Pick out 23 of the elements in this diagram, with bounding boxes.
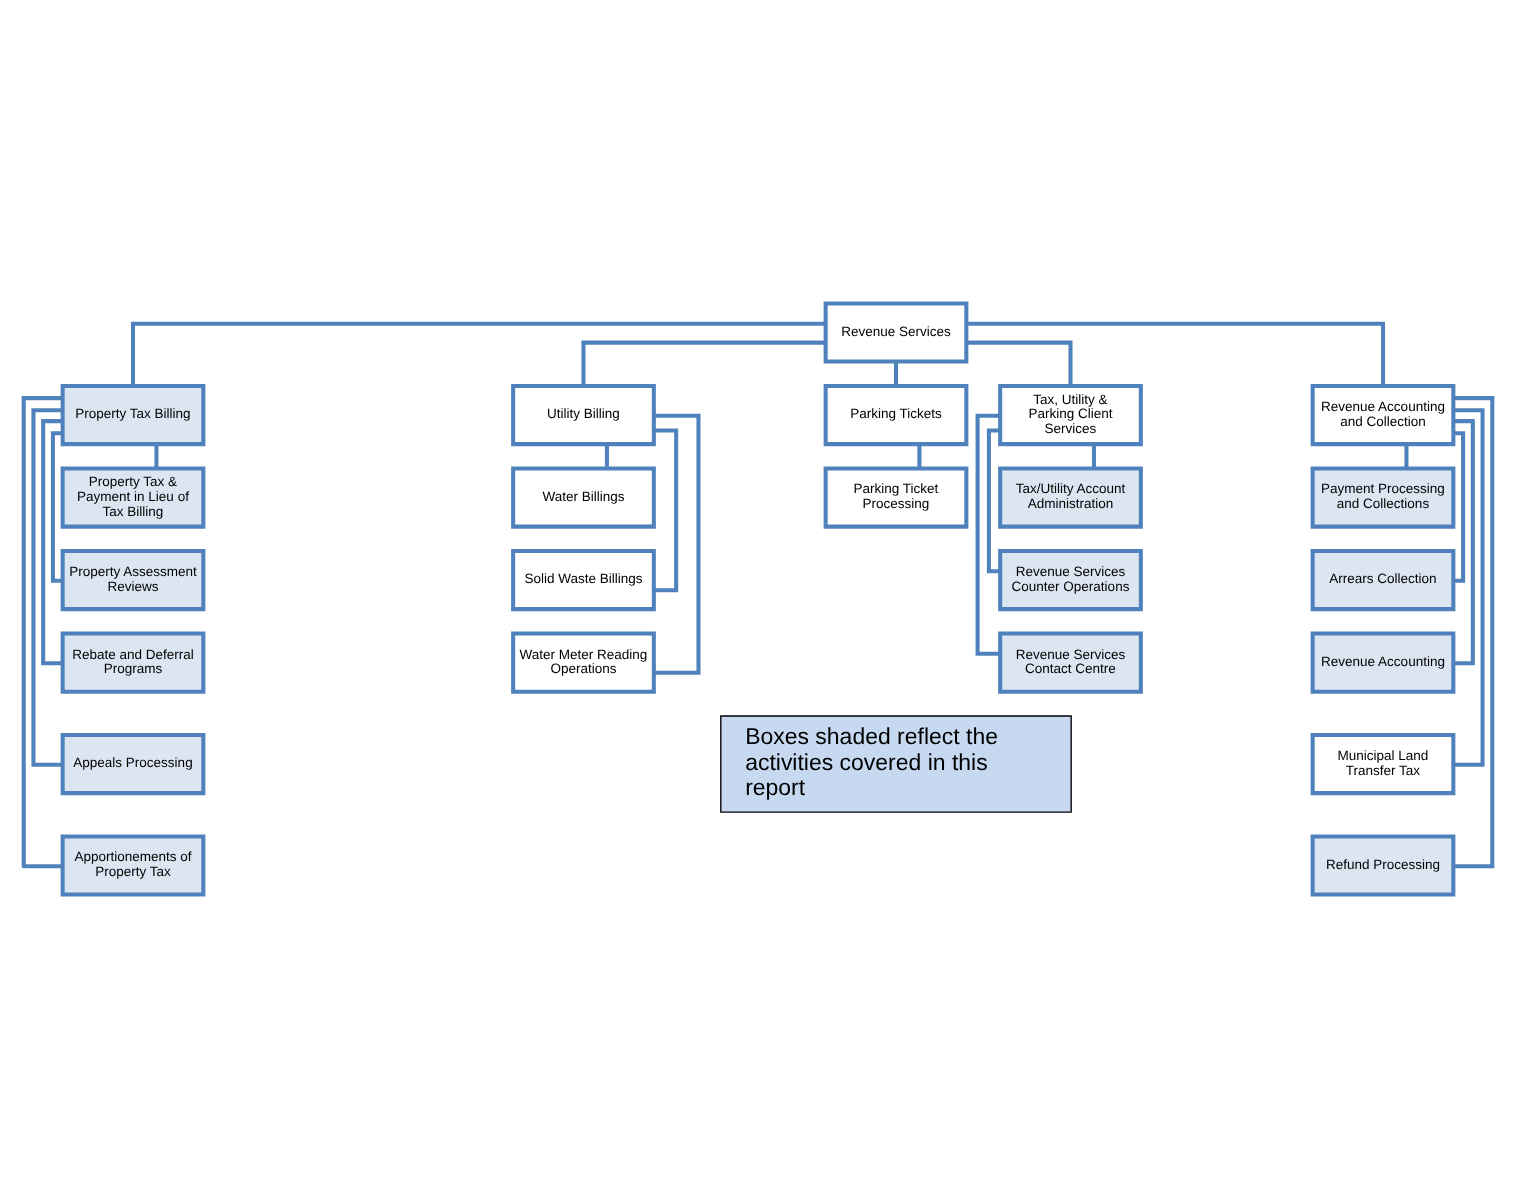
connector	[604, 444, 609, 469]
connector	[654, 413, 701, 675]
connector	[975, 413, 1001, 656]
connector	[986, 428, 1000, 574]
connector	[893, 361, 898, 386]
node-box: Boxes shaded reflect the activities covered in this report	[720, 715, 1072, 813]
connector	[966, 321, 1386, 386]
connector	[31, 408, 63, 767]
connector	[130, 321, 826, 386]
connector	[1404, 444, 1409, 469]
connector	[966, 340, 1073, 386]
connector	[1453, 431, 1466, 583]
connector	[1091, 444, 1096, 469]
connector	[41, 419, 63, 666]
connector	[917, 444, 922, 469]
connector	[654, 428, 679, 593]
connector	[1453, 396, 1495, 869]
connector	[50, 431, 63, 583]
connector	[1453, 408, 1485, 767]
connector	[1453, 419, 1475, 666]
connector	[581, 340, 826, 386]
connector	[154, 444, 159, 469]
connector	[21, 396, 63, 869]
